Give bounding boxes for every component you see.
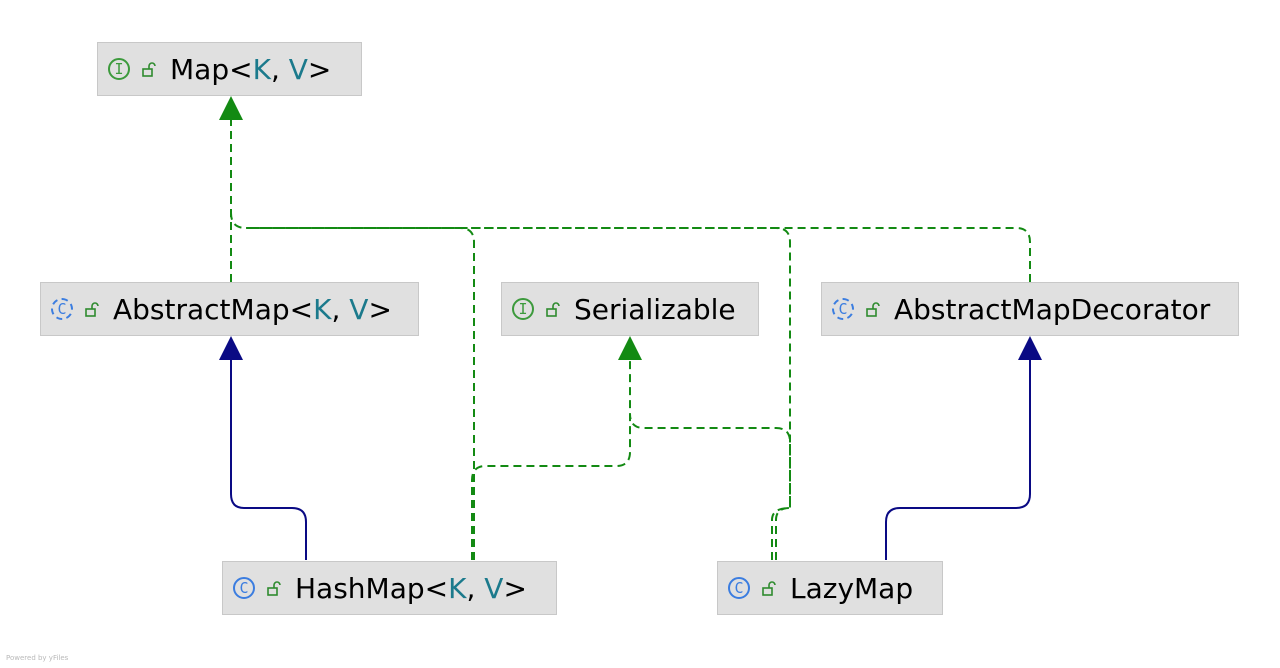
unlock-icon — [267, 581, 281, 596]
arrowhead-serializable — [618, 336, 642, 360]
interface-icon: I — [108, 58, 130, 80]
node-abstract-map-decorator[interactable]: C AbstractMapDecorator — [821, 282, 1239, 336]
class-icon: C — [233, 577, 255, 599]
abstract-class-icon: C — [832, 298, 854, 320]
node-hash-map[interactable]: C HashMap<K, V> — [222, 561, 557, 615]
abstract-class-icon: C — [51, 298, 73, 320]
node-lazy-map[interactable]: C LazyMap — [717, 561, 943, 615]
node-map[interactable]: I Map<K, V> — [97, 42, 362, 96]
unlock-icon — [866, 302, 880, 317]
edge-lazymap-to-map — [246, 227, 791, 560]
arrowhead-map — [219, 96, 243, 120]
unlock-icon — [85, 302, 99, 317]
arrowhead-abstractmap — [219, 336, 243, 360]
edge-hashmap-to-abstractmap — [230, 360, 307, 560]
edge-lazymap-to-serializable — [629, 413, 791, 560]
node-label: Serializable — [574, 292, 736, 326]
node-label: AbstractMap<K, V> — [113, 292, 392, 326]
unlock-icon — [142, 62, 156, 77]
interface-icon: I — [512, 298, 534, 320]
class-icon: C — [728, 577, 750, 599]
node-label: LazyMap — [790, 571, 914, 605]
edge-decorator-to-map — [246, 227, 1031, 282]
edge-lazymap-to-decorator — [885, 360, 1031, 560]
node-label: AbstractMapDecorator — [894, 292, 1211, 326]
edge-hashmap-to-serializable — [471, 360, 631, 560]
node-label: HashMap<K, V> — [295, 571, 527, 605]
node-label: Map<K, V> — [170, 52, 332, 86]
unlock-icon — [546, 302, 560, 317]
arrowhead-decorator — [1018, 336, 1042, 360]
powered-by-footer: Powered by yFiles — [6, 654, 69, 662]
unlock-icon — [762, 581, 776, 596]
node-serializable[interactable]: I Serializable — [501, 282, 759, 336]
node-abstract-map[interactable]: C AbstractMap<K, V> — [40, 282, 419, 336]
